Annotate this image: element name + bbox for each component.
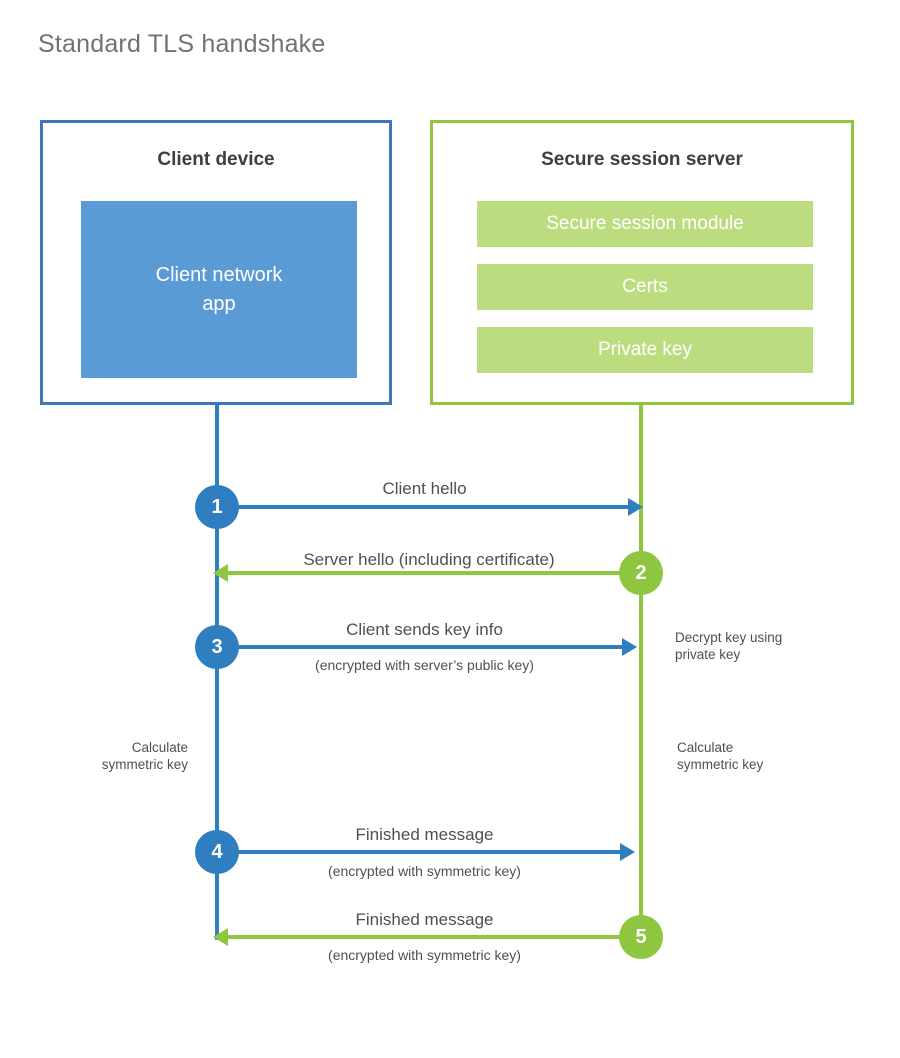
- client-lifeline: [215, 403, 219, 940]
- secure-session-server-box: Secure session server Secure session mod…: [430, 120, 854, 405]
- step-5-sublabel: (encrypted with symmetric key): [328, 947, 521, 963]
- step-3-arrow-head: [622, 638, 637, 656]
- step-marker-2[interactable]: 2: [619, 551, 663, 595]
- step-3-label: Client sends key info: [346, 620, 503, 639]
- server-component-certs: Certs: [477, 264, 813, 310]
- server-component-private-key: Private key: [477, 327, 813, 373]
- server-lifeline: [639, 403, 643, 940]
- step-marker-4[interactable]: 4: [195, 830, 239, 874]
- step-marker-5[interactable]: 5: [619, 915, 663, 959]
- step-4-sublabel: (encrypted with symmetric key): [328, 863, 521, 879]
- step-1-arrow-head: [628, 498, 643, 516]
- step-4-label: Finished message: [355, 825, 494, 844]
- step-5-label: Finished message: [355, 910, 494, 929]
- step-2-arrow-shaft: [228, 571, 641, 575]
- step-5-arrow-shaft: [228, 935, 641, 939]
- page-title: Standard TLS handshake: [38, 30, 326, 58]
- step-3-arrow-shaft: [217, 645, 625, 649]
- step-5-arrow-head: [213, 928, 228, 946]
- step-4-arrow-head: [620, 843, 635, 861]
- step-2-label: Server hello (including certificate): [303, 550, 555, 569]
- client-device-title: Client device: [157, 149, 275, 170]
- step-1-label: Client hello: [382, 479, 467, 498]
- step-2-arrow-head: [213, 564, 228, 582]
- step-1-arrow-shaft: [217, 505, 632, 509]
- step-4-arrow-shaft: [217, 850, 621, 854]
- step-marker-3[interactable]: 3: [195, 625, 239, 669]
- step-marker-1[interactable]: 1: [195, 485, 239, 529]
- step-3-sublabel: (encrypted with server’s public key): [315, 657, 534, 673]
- secure-session-server-title: Secure session server: [541, 149, 743, 170]
- server-component-secure-session-module: Secure session module: [477, 201, 813, 247]
